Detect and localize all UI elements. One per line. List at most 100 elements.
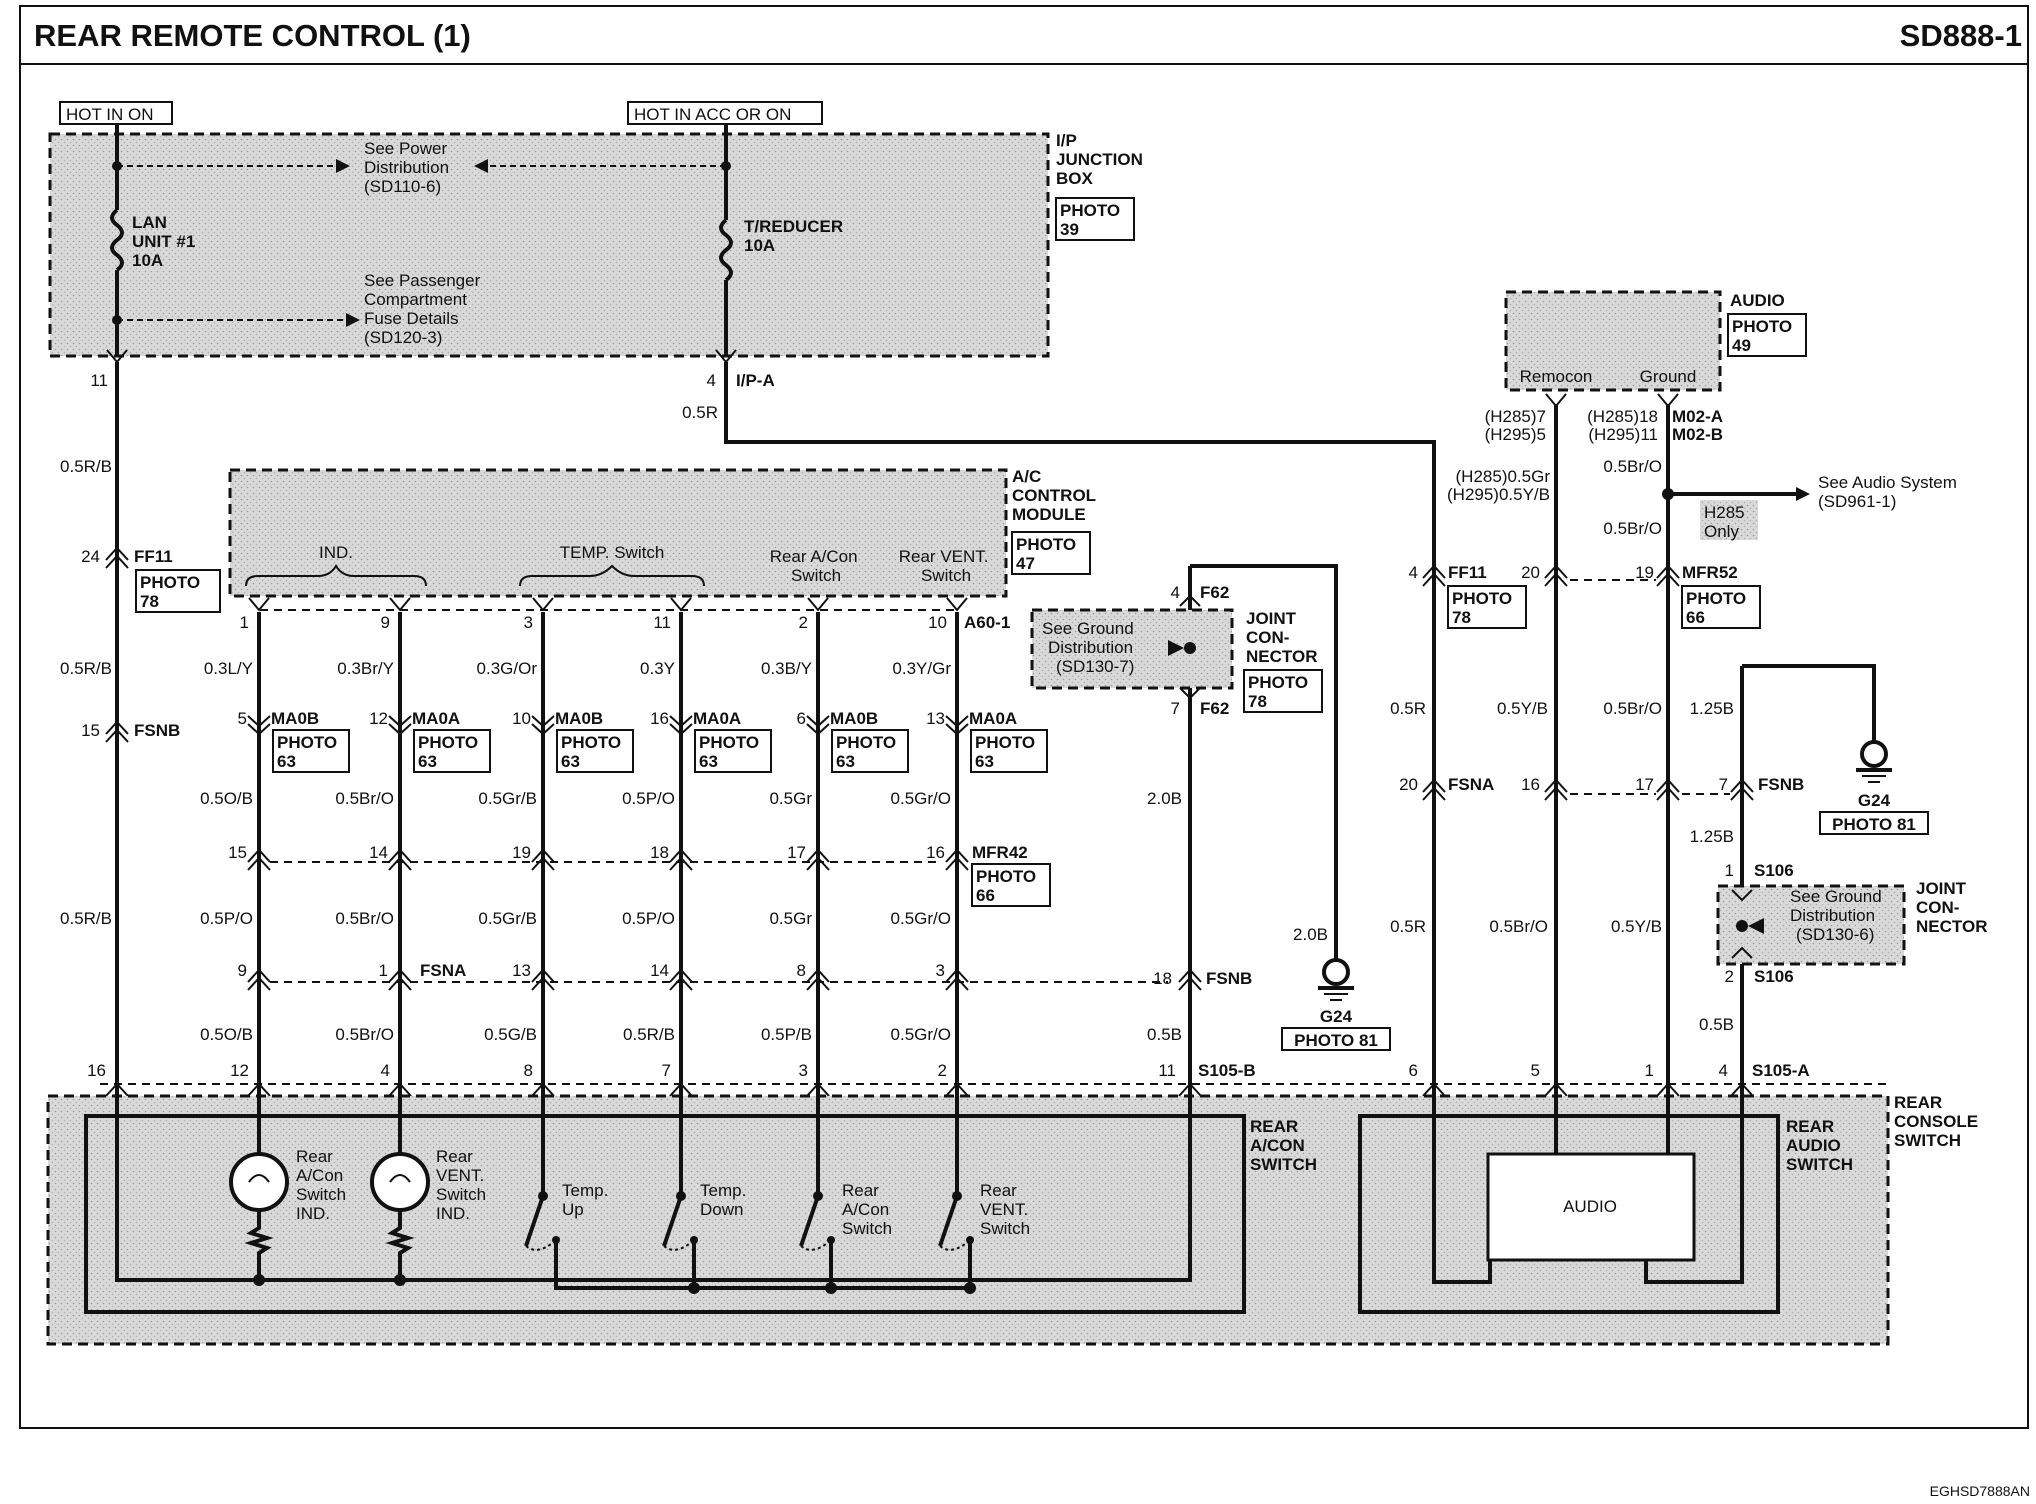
svg-text:FSNA: FSNA <box>1448 775 1494 794</box>
svg-text:M02-B: M02-B <box>1672 425 1723 444</box>
svg-text:TEMP. Switch: TEMP. Switch <box>560 543 665 562</box>
svg-text:MA0A: MA0A <box>412 709 460 728</box>
fuse-lan-unit-symbol <box>110 208 124 272</box>
svg-text:0.5O/B: 0.5O/B <box>200 1025 253 1044</box>
svg-text:0.5Gr/O: 0.5Gr/O <box>891 789 951 808</box>
svg-text:MA0B: MA0B <box>271 709 319 728</box>
svg-text:0.5Br/O: 0.5Br/O <box>335 789 394 808</box>
svg-text:Rear A/Con Switch: Rear A/Con Switch <box>770 547 863 585</box>
svg-text:4: 4 <box>1719 1061 1728 1080</box>
svg-text:0.5Br/O: 0.5Br/O <box>1603 699 1662 718</box>
svg-text:7: 7 <box>1171 699 1180 718</box>
svg-text:8: 8 <box>797 961 806 980</box>
temp-down-switch-icon <box>662 1096 700 1294</box>
svg-text:18: 18 <box>650 843 669 862</box>
svg-text:1: 1 <box>240 613 249 632</box>
svg-text:FSNA: FSNA <box>420 961 466 980</box>
svg-text:20: 20 <box>1399 775 1418 794</box>
svg-text:11: 11 <box>1158 1061 1176 1080</box>
connector-ip-a: I/P-A <box>736 371 775 390</box>
rear-console-switch-label: REAR CONSOLE SWITCH <box>1894 1093 1983 1150</box>
jb-pin-11: 11 <box>90 371 108 390</box>
svg-text:Ground: Ground <box>1640 367 1697 386</box>
svg-text:PHOTO 66: PHOTO 66 <box>1686 589 1751 627</box>
svg-text:0.5R/B: 0.5R/B <box>60 909 112 928</box>
svg-text:5: 5 <box>238 709 247 728</box>
page-code: SD888-1 <box>1900 18 2022 53</box>
svg-text:0.5Gr: 0.5Gr <box>769 909 812 928</box>
svg-text:A/C CONTROL MODULE: A/C CONTROL MODULE <box>1012 467 1100 524</box>
svg-text:16: 16 <box>650 709 669 728</box>
svg-text:0.5R: 0.5R <box>1390 699 1426 718</box>
svg-text:2: 2 <box>799 613 808 632</box>
svg-text:0.5P/B: 0.5P/B <box>761 1025 812 1044</box>
svg-text:Temp. Down: Temp. Down <box>700 1181 751 1219</box>
svg-text:19: 19 <box>1635 563 1654 582</box>
svg-text:A60-1: A60-1 <box>964 613 1010 632</box>
svg-text:MA0A: MA0A <box>693 709 741 728</box>
svg-text:0.5Y/B: 0.5Y/B <box>1497 699 1548 718</box>
svg-text:Rear VENT. Switch: Rear VENT. Switch IND. <box>436 1147 491 1223</box>
temp-up-switch-icon <box>524 1096 972 1290</box>
fuse-lan-unit-label: LAN UNIT #1 10A <box>132 213 200 270</box>
svg-text:(H285)7: (H285)7 <box>1485 407 1546 426</box>
svg-text:0.5Br/O: 0.5Br/O <box>1489 917 1548 936</box>
svg-text:Temp. Up: Temp. Up <box>562 1181 613 1219</box>
svg-text:0.5P/O: 0.5P/O <box>622 909 675 928</box>
svg-text:9: 9 <box>381 613 390 632</box>
svg-text:2.0B: 2.0B <box>1293 925 1328 944</box>
svg-text:REAR A/CON SWITCH: REAR A/CON SWITCH <box>1250 1117 1317 1174</box>
svg-text:PHOTO 81: PHOTO 81 <box>1294 1031 1378 1050</box>
svg-text:9: 9 <box>238 961 247 980</box>
svg-text:10: 10 <box>928 613 947 632</box>
svg-text:(H285)18: (H285)18 <box>1587 407 1658 426</box>
diagram-frame <box>19 5 2029 1429</box>
svg-text:Rear VENT. Switch: Rear VENT. Switch <box>980 1181 1033 1238</box>
svg-text:PHOTO 81: PHOTO 81 <box>1832 815 1916 834</box>
see-passenger-compartment: See Passenger Compartment Fuse Details (… <box>364 271 485 347</box>
svg-text:0.3G/Or: 0.3G/Or <box>477 659 538 678</box>
svg-text:F62: F62 <box>1200 583 1229 602</box>
svg-text:0.5Gr: 0.5Gr <box>769 789 812 808</box>
svg-text:FF11: FF11 <box>134 547 173 566</box>
wire-05r-to-ff11 <box>724 362 1436 1096</box>
svg-text:5: 5 <box>1531 1061 1540 1080</box>
svg-text:11: 11 <box>653 613 671 632</box>
jb-pin-4: 4 <box>707 371 716 390</box>
fuse-t-reducer-label: T/REDUCER 10A <box>744 217 848 255</box>
svg-text:1: 1 <box>379 961 388 980</box>
svg-text:19: 19 <box>512 843 531 862</box>
hot-in-acc-label: HOT IN ACC OR ON <box>634 105 791 124</box>
svg-text:Rear A/Con Switch: Rear A/Con Switch IND. <box>296 1147 351 1223</box>
left-supply-wire: 0.5R/B 24 FF11 PHOTO 78 0.5R/B 15 FSNB 0… <box>60 362 221 1096</box>
svg-text:13: 13 <box>926 709 945 728</box>
svg-text:0.3L/Y: 0.3L/Y <box>204 659 253 678</box>
svg-text:FF11: FF11 <box>1448 563 1487 582</box>
ip-junction-box: HOT IN ON HOT IN ACC OR ON I/P JUNCTION … <box>48 101 1143 390</box>
svg-text:(H295)0.5Y/B: (H295)0.5Y/B <box>1447 485 1550 504</box>
svg-text:REAR AUDIO SWITCH: REAR AUDIO SWITCH <box>1786 1117 1853 1174</box>
svg-text:S105-A: S105-A <box>1752 1061 1810 1080</box>
svg-text:0.5R/B: 0.5R/B <box>60 457 112 476</box>
svg-text:0.5Gr/O: 0.5Gr/O <box>891 1025 951 1044</box>
svg-text:0.5B: 0.5B <box>1699 1015 1734 1034</box>
svg-text:15: 15 <box>228 843 247 862</box>
svg-text:7: 7 <box>662 1061 671 1080</box>
svg-text:(H285)0.5Gr: (H285)0.5Gr <box>1456 467 1551 486</box>
svg-text:12: 12 <box>369 709 388 728</box>
svg-text:0.5Y/B: 0.5Y/B <box>1611 917 1662 936</box>
svg-text:PHOTO 47: PHOTO 47 <box>1016 535 1081 573</box>
svg-text:0.3Y: 0.3Y <box>640 659 675 678</box>
svg-text:16: 16 <box>87 1061 106 1080</box>
fuse-t-reducer-symbol <box>719 218 733 282</box>
svg-text:2: 2 <box>938 1061 947 1080</box>
